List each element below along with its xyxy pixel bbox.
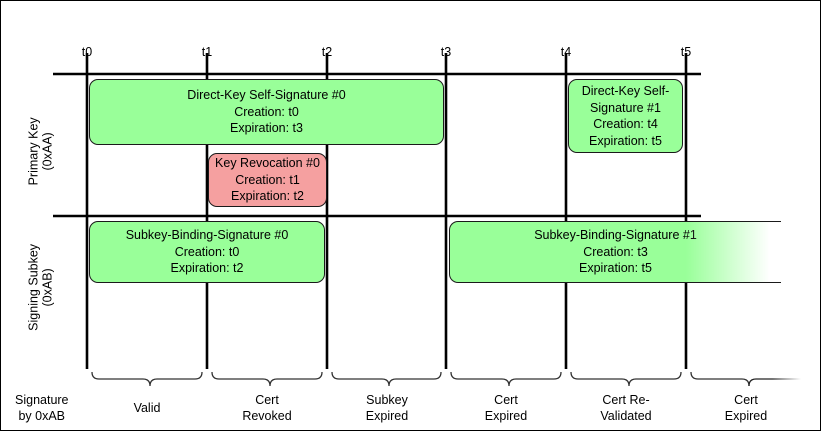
signature-box-direct-key-self-signature-1[interactable]: Direct-Key Self- Signature #1 Creation: …: [568, 79, 683, 153]
interval-label-cert-expired-1-line1: Cert: [494, 393, 518, 407]
interval-label-subkey-expired-line2: Expired: [365, 408, 409, 423]
interval-label-valid: Valid: [134, 401, 161, 417]
interval-label-cert-revalidated-line1: Cert Re-: [602, 393, 650, 407]
brace-cert-expired-2-right: [748, 378, 801, 387]
signature-box-subkey-binding-signature-0[interactable]: Subkey-Binding-Signature #0 Creation: t0…: [89, 221, 325, 283]
interval-label-subkey-expired-line1: Subkey: [366, 393, 408, 407]
footer-axis-label-line2: by 0xAB: [18, 408, 66, 423]
box-creation: Creation: t0: [234, 104, 299, 119]
row-label-signing-subkey-line1: Signing Subkey: [26, 243, 41, 331]
row-label-primary-key-line1: Primary Key: [26, 117, 41, 186]
box-expiration: Expiration: t2: [231, 189, 304, 204]
interval-label-cert-expired-2-line1: Cert: [734, 393, 758, 407]
brace-cert-revoked: [211, 371, 323, 387]
brace-cert-expired-1: [450, 371, 562, 387]
box-creation: Creation: t4: [593, 117, 658, 131]
signature-box-key-revocation-0[interactable]: Key Revocation #0 Creation: t1 Expiratio…: [208, 153, 327, 207]
interval-label-valid-line1: Valid: [133, 401, 161, 415]
tick-label-t2: t2: [321, 45, 333, 59]
interval-label-subkey-expired: Subkey Expired: [366, 393, 408, 424]
interval-label-cert-revoked-line1: Cert: [255, 393, 279, 407]
brace-subkey-expired: [331, 371, 442, 387]
tick-label-t4: t4: [560, 45, 572, 59]
brace-valid: [91, 371, 203, 387]
row-label-signing-subkey-line2: (0xAB): [41, 268, 55, 307]
interval-label-cert-revoked-line2: Revoked: [242, 408, 292, 423]
signature-box-direct-key-self-signature-0[interactable]: Direct-Key Self-Signature #0 Creation: t…: [89, 79, 444, 145]
interval-label-cert-revalidated-line2: Validated: [600, 408, 652, 423]
interval-label-cert-expired-2: Cert Expired: [725, 393, 767, 424]
interval-label-cert-expired-2-line2: Expired: [724, 408, 768, 423]
box-title: Subkey-Binding-Signature #1: [534, 228, 697, 243]
interval-braces: [91, 371, 801, 387]
box-title: Direct-Key Self-Signature #0: [187, 88, 346, 103]
box-title-line2: Signature #1: [590, 100, 661, 115]
signature-box-subkey-binding-signature-1[interactable]: Subkey-Binding-Signature #1 Creation: t3…: [449, 221, 781, 283]
row-label-primary-key-line2: (0xAA): [41, 132, 55, 171]
row-label-signing-subkey: Signing Subkey (0xAB): [27, 217, 56, 357]
tick-label-t3: t3: [440, 45, 452, 59]
footer-axis-label: Signature by 0xAB: [15, 393, 69, 424]
brace-cert-revalidated: [570, 371, 682, 387]
box-creation: Creation: t3: [583, 244, 648, 259]
box-expiration: Expiration: t2: [170, 261, 244, 276]
box-expiration: Expiration: t5: [589, 133, 662, 148]
brace-cert-expired-2-left: [690, 371, 750, 387]
row-label-primary-key: Primary Key (0xAA): [27, 91, 56, 211]
tick-label-t5: t5: [680, 45, 692, 59]
box-creation: Creation: t0: [174, 244, 240, 259]
box-title: Key Revocation #0: [215, 156, 320, 171]
box-edge-top: [686, 221, 781, 222]
interval-label-cert-expired-1: Cert Expired: [485, 393, 527, 424]
interval-label-cert-revoked: Cert Revoked: [242, 393, 291, 424]
box-creation: Creation: t1: [235, 172, 300, 187]
tick-label-t0: t0: [81, 45, 93, 59]
box-title-line1: Direct-Key Self-: [581, 84, 670, 98]
interval-label-cert-revalidated: Cert Re- Validated: [600, 393, 651, 424]
interval-label-cert-expired-1-line2: Expired: [484, 408, 528, 423]
footer-axis-label-line1: Signature: [15, 393, 69, 407]
box-expiration: Expiration: t5: [579, 261, 652, 276]
box-edge-bottom: [686, 282, 781, 283]
tick-label-t1: t1: [201, 45, 213, 59]
box-title: Subkey-Binding-Signature #0: [125, 228, 289, 243]
box-expiration: Expiration: t3: [230, 121, 303, 136]
